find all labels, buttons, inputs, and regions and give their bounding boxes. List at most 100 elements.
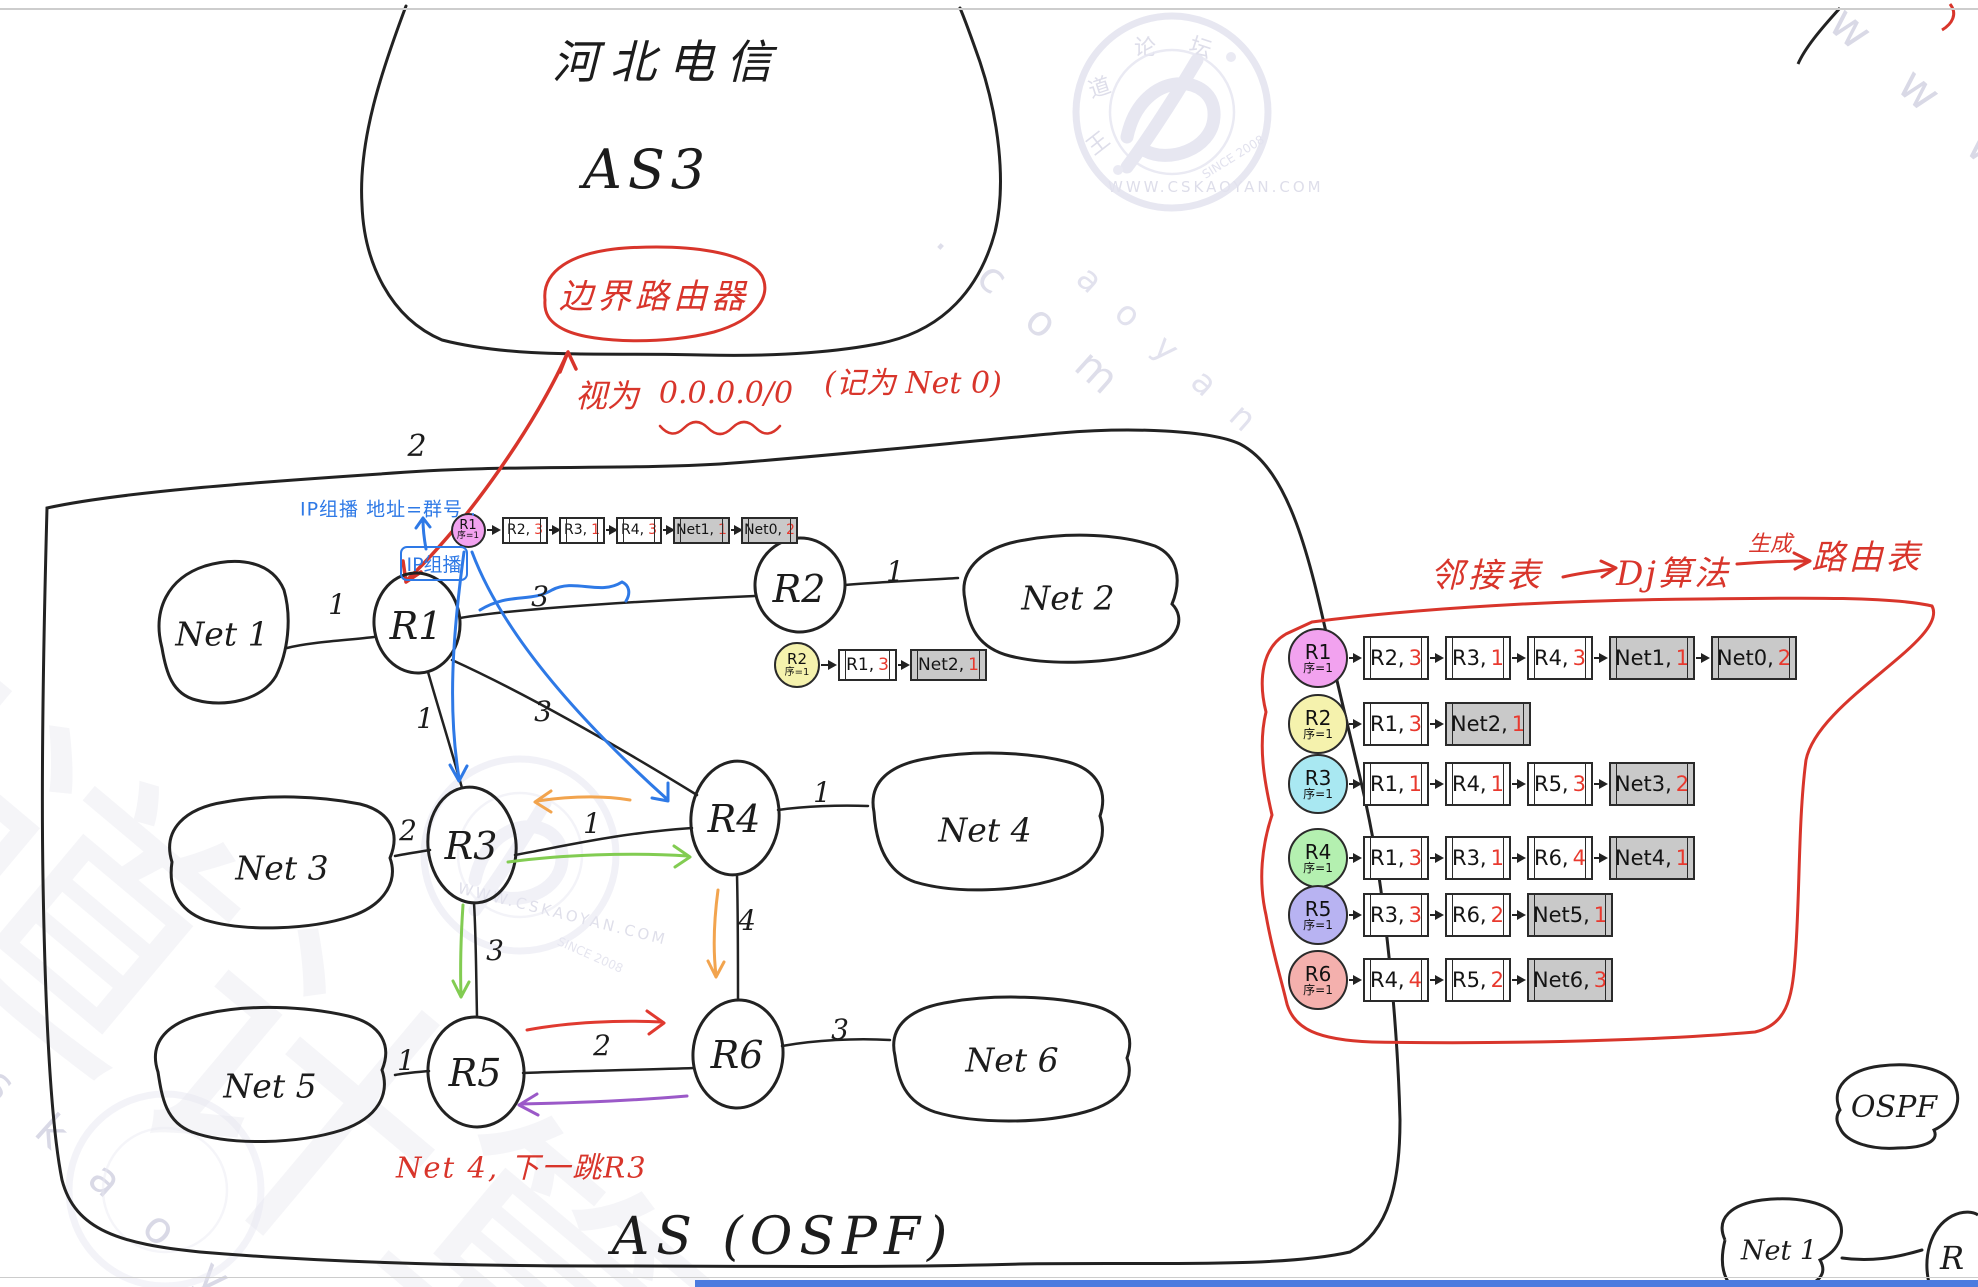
- adjacency-box: Net0,2: [1711, 636, 1797, 680]
- box-target: Net6,: [1532, 968, 1590, 992]
- link-cost: 1: [813, 776, 831, 809]
- box-cost: 4: [1408, 968, 1422, 992]
- box-target: R1,: [1369, 846, 1405, 870]
- box-cost: 2: [1675, 772, 1690, 796]
- box-target: R6,: [1451, 903, 1487, 927]
- list-node-id: R2: [787, 650, 807, 669]
- box-cost: 4: [1572, 846, 1586, 870]
- router-label-r4: R4: [707, 797, 761, 841]
- adjacency-box: R4,1: [1445, 762, 1511, 806]
- watermark-stamp-ring: [1072, 12, 1272, 212]
- link-r1-r4: [450, 658, 699, 797]
- box-target: Net5,: [1532, 903, 1590, 927]
- link-r2-net2: [843, 576, 960, 587]
- box-target: Net3,: [1614, 772, 1672, 796]
- adjacency-box: R1,3: [1363, 836, 1429, 880]
- link-cost: 1: [886, 555, 904, 588]
- adjacency-red-outline: [1260, 596, 1936, 1045]
- pointer-arrow: [1696, 653, 1710, 663]
- box-cost: 3: [1572, 646, 1586, 670]
- list-node-seq: 序=1: [1303, 983, 1333, 998]
- adjacency-box: Net5,1: [1527, 893, 1613, 937]
- multicast-note-box: IP组播: [400, 546, 468, 581]
- border-router-label: 边界路由器: [559, 277, 749, 317]
- border-router-view-prefix: 视为: [574, 377, 640, 415]
- link-r3-r5: [472, 901, 479, 1018]
- list-node-seq: 序=1: [1303, 727, 1333, 742]
- box-target: R4,: [1451, 772, 1487, 796]
- box-target: R1,: [1369, 712, 1405, 736]
- pointer-arrow: [663, 525, 675, 535]
- border-router-alias: (记为 Net 0): [824, 366, 1002, 401]
- pointer-arrow: [898, 660, 910, 670]
- flood-arrow-purple-r6-r5: [517, 1092, 689, 1117]
- box-cost: 1: [1593, 903, 1608, 927]
- box-target: Net0,: [1716, 646, 1774, 670]
- flood-arrow-blue-r1-r4: [470, 550, 670, 803]
- adjacency-box: Net3,2: [1609, 762, 1695, 806]
- link-cost: 4: [738, 904, 756, 937]
- pointer-arrow: [1512, 779, 1526, 789]
- network-label-net3: Net 3: [235, 848, 329, 888]
- adjacency-box: Net1,1: [1609, 636, 1695, 680]
- adjacency-box: R2,3: [1363, 636, 1429, 680]
- link-r6-net6: [780, 1038, 892, 1048]
- list-node-id: R1: [1304, 639, 1332, 664]
- pointer-arrow: [731, 525, 743, 535]
- ospf-cloud: [1835, 1063, 1960, 1150]
- big-as-cloud-outline: [40, 428, 1402, 1268]
- adjacency-box: Net4,1: [1609, 836, 1695, 880]
- pointer-arrow: [1512, 853, 1526, 863]
- box-cost: 1: [968, 655, 979, 675]
- box-cost: 1: [1490, 646, 1504, 670]
- pointer-arrow: [606, 525, 618, 535]
- adjacency-box: R4,3: [1527, 636, 1593, 680]
- box-cost: 1: [718, 522, 727, 538]
- list-node-id: R6: [1304, 961, 1332, 986]
- list-node-seq: 序=1: [1303, 918, 1333, 933]
- as-ospf-label: AS (OSPF): [611, 1207, 955, 1267]
- bottom-border-line: [0, 1277, 1978, 1278]
- box-target: R5,: [1533, 772, 1569, 796]
- pointer-arrow: [1349, 719, 1362, 729]
- adjacency-box: R1,1: [1363, 762, 1429, 806]
- net4-cloud: [871, 751, 1105, 892]
- network-label-net6: Net 6: [965, 1040, 1059, 1080]
- corner-link: [1840, 1248, 1924, 1262]
- router-label-r2: R2: [772, 567, 826, 611]
- flow-note-source: 邻接表: [1430, 556, 1544, 596]
- stray-red-mark: [1941, 3, 1956, 32]
- border-router-address: 0.0.0.0/0: [658, 376, 794, 411]
- pointer-arrow: [1594, 853, 1608, 863]
- pointer-arrow: [1512, 910, 1526, 920]
- router-label-r1: R1: [389, 604, 443, 648]
- box-target: R4,: [1533, 646, 1569, 670]
- flood-arrow-red-r5-r6: [525, 1009, 666, 1036]
- link-net5-r5: [393, 1069, 431, 1077]
- as3-cloud-title: 河北电信: [552, 35, 784, 89]
- link-cost: 3: [531, 580, 549, 613]
- network-label-net4: Net 4: [938, 810, 1032, 850]
- pointer-arrow: [1512, 975, 1526, 985]
- border-link-cost: 2: [407, 429, 427, 464]
- pointer-arrow: [1430, 719, 1444, 729]
- link-r3-r4: [513, 826, 694, 857]
- box-target: R1,: [1369, 772, 1405, 796]
- multicast-note-line: IP组播 地址=群号 .: [300, 498, 478, 521]
- list-node-id: R3: [1304, 765, 1332, 790]
- border-router-arrow: [401, 350, 578, 584]
- box-target: R3,: [1451, 646, 1487, 670]
- router-label-r5: R5: [448, 1051, 502, 1095]
- address-wavy-underline: [658, 420, 782, 436]
- watermark-stamp-ring: [65, 1090, 265, 1287]
- adjacency-box: R1,3: [838, 649, 897, 681]
- box-cost: 1: [591, 522, 600, 538]
- flood-arrow-green-r3-r5: [451, 903, 471, 999]
- link-r4-net4: [776, 804, 870, 812]
- box-cost: 3: [534, 522, 543, 538]
- r5-circle: [426, 1015, 526, 1129]
- adjacency-box: R3,1: [1445, 836, 1511, 880]
